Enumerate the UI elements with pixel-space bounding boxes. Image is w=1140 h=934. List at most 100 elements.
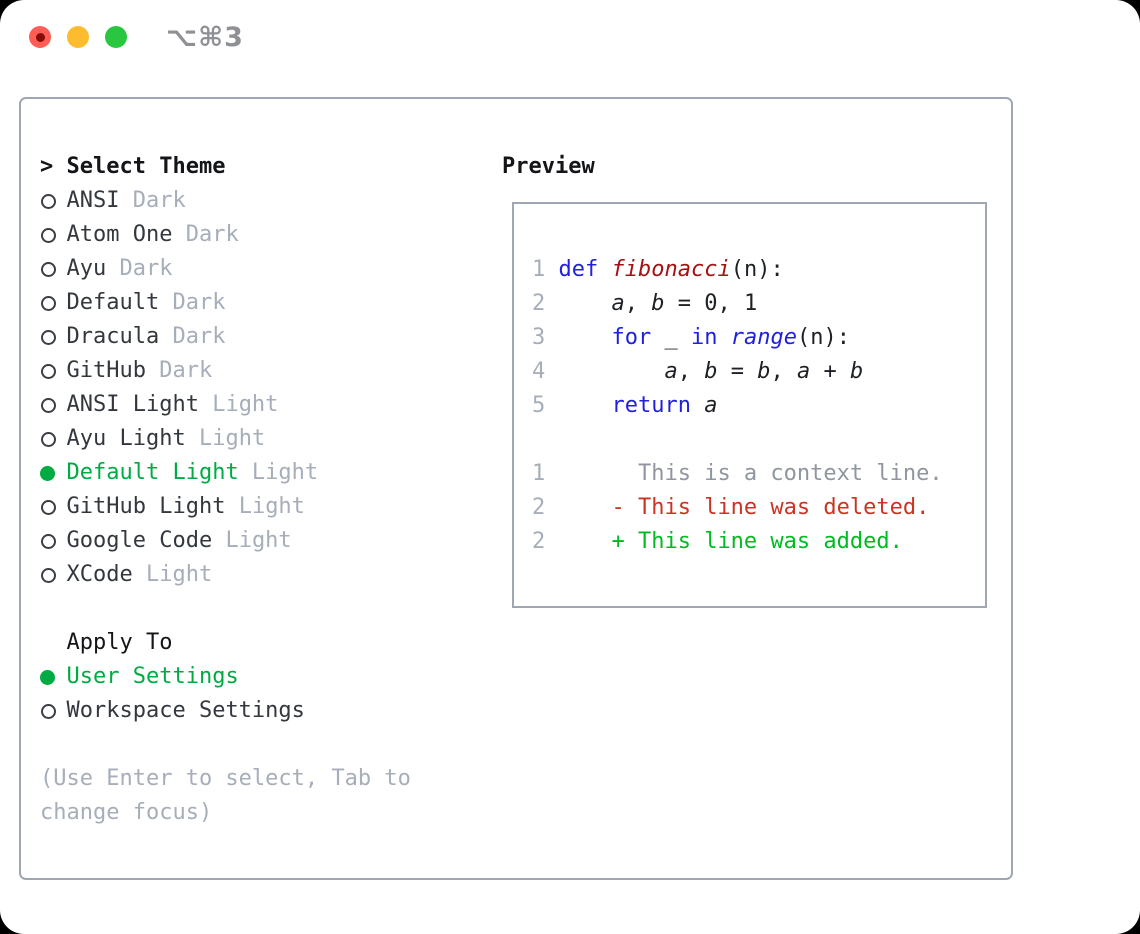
theme-name: XCode [66,562,133,587]
line-number: 2 [532,291,546,316]
theme-option[interactable]: Ayu Dark [40,252,411,286]
theme-variant: Dark [106,256,173,281]
theme-name: Default Light [66,460,239,485]
code-line: 4 a, b = b, a + b [532,355,943,389]
radio-icon [40,320,67,354]
theme-name: ANSI [66,188,120,213]
code-token [559,291,612,316]
theme-variant: Light [238,460,319,485]
theme-name: GitHub [66,358,146,383]
select-theme-title: Select Theme [66,154,226,179]
code-line: 3 for _ in range(n): [532,321,943,355]
code-token: def [558,257,612,282]
code-token: a [796,359,811,384]
theme-name: Dracula [66,324,160,349]
theme-option[interactable]: Dracula Dark [40,320,411,354]
theme-option[interactable]: XCode Light [40,558,411,592]
code-token: = 0, 1 [664,291,758,316]
theme-variant: Light [198,392,279,417]
theme-option[interactable]: Default Dark [40,286,411,320]
code-token: - This line was deleted. [558,495,930,520]
theme-option[interactable]: GitHub Light Light [40,490,411,524]
code-token: (n): [796,325,850,350]
minimize-button[interactable] [67,26,89,48]
line-number: 5 [532,393,546,418]
preview-box: 1 def fibonacci(n): 2 a, b = 0, 1 3 for _ … [512,202,987,608]
apply-to-label: Workspace Settings [66,698,305,723]
theme-option[interactable]: ANSI Light Light [40,388,411,422]
apply-to-header: Apply To [40,626,411,660]
hint-text-line-1: (Use Enter to select, Tab to [40,766,411,791]
theme-option[interactable]: Atom One Dark [40,218,411,252]
apply-to-option[interactable]: Workspace Settings [40,694,411,728]
radio-icon [40,184,67,218]
code-token [691,393,704,418]
theme-option[interactable]: Ayu Light Light [40,422,411,456]
theme-variant: Dark [159,324,226,349]
apply-to-option[interactable]: User Settings [40,660,411,694]
code-token: b [757,359,771,384]
zoom-button[interactable] [105,26,127,48]
focus-caret-icon: > [40,154,54,179]
radio-selected-icon [40,660,67,694]
code-token [717,325,730,350]
select-theme-header: > Select Theme [40,150,411,184]
code-token: in [690,325,718,350]
radio-icon [40,694,67,728]
code-line: 1 def fibonacci(n): [532,253,943,287]
spacer [40,728,411,762]
radio-selected-icon [40,456,67,490]
theme-variant: Dark [119,188,186,213]
theme-variant: Light [212,528,292,553]
radio-icon [40,286,67,320]
close-button[interactable] [29,26,51,48]
code-token: a [664,359,678,384]
window-title: ⌥⌘3 [166,22,244,53]
theme-option[interactable]: GitHub Dark [40,354,411,388]
line-number: 2 [532,529,546,554]
theme-variant: Dark [159,290,226,315]
apply-to-label: User Settings [66,664,239,689]
code-token: a [611,291,625,316]
radio-icon [40,218,67,252]
theme-name: ANSI Light [66,392,199,417]
code-line: 2 - This line was deleted. [532,491,943,525]
theme-name: Ayu [66,256,107,281]
code-token: , [677,359,705,384]
code-token: + [810,359,850,384]
theme-variant: Light [185,426,266,451]
apply-to-title: Apply To [66,630,173,655]
code-token: return [611,393,691,418]
radio-icon [40,354,67,388]
code-token [559,359,665,384]
line-number: 1 [532,461,546,486]
radio-icon [40,252,67,286]
line-number: 2 [532,495,546,520]
theme-option[interactable]: ANSI Dark [40,184,411,218]
code-line: 1 This is a context line. [532,457,943,491]
theme-name: Google Code [66,528,213,553]
code-preview: 1 def fibonacci(n): 2 a, b = 0, 1 3 for _ … [532,253,943,559]
hint-text-line-2: change focus) [40,800,213,825]
code-token: b [651,291,665,316]
radio-icon [40,524,67,558]
code-token [559,325,612,350]
line-number: 1 [532,257,546,282]
code-token: _ [651,325,691,350]
code-line: 5 return a [532,389,943,423]
code-token: = [717,359,758,384]
theme-option[interactable]: Google Code Light [40,524,411,558]
radio-icon [40,558,67,592]
title-bar: ⌥⌘3 [0,0,1140,74]
code-token [559,393,612,418]
theme-option[interactable]: Default Light Light [40,456,411,490]
theme-variant: Dark [172,222,239,247]
edited-indicator-icon [36,33,45,42]
radio-icon [40,422,67,456]
code-token: b [704,359,718,384]
code-token: b [849,359,864,384]
radio-icon [40,388,67,422]
theme-variant: Light [132,562,213,587]
